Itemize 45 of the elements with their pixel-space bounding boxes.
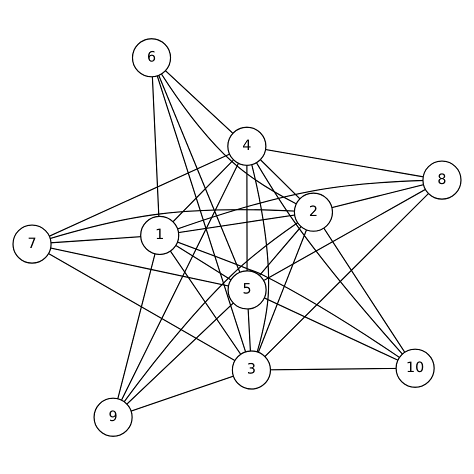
- connector: [251, 164, 270, 352]
- connector: [156, 75, 246, 352]
- connector: [172, 159, 234, 222]
- connector: [50, 208, 294, 238]
- node-circle: 6: [132, 38, 172, 77]
- connector: [176, 244, 232, 280]
- connector: [49, 153, 230, 236]
- node-circle: 2: [294, 192, 334, 232]
- connector: [152, 76, 160, 216]
- connector: [258, 229, 307, 352]
- node-circle: 7: [12, 224, 52, 264]
- connector: [266, 148, 423, 177]
- connector: [117, 253, 156, 398]
- connector: [324, 228, 406, 352]
- connector: [165, 70, 234, 134]
- connector: [248, 308, 251, 350]
- connector: [264, 188, 426, 280]
- node-circle: 10: [396, 348, 435, 388]
- node-circle: 3: [232, 350, 272, 390]
- node-circle: 5: [227, 270, 267, 310]
- connector: [259, 226, 302, 276]
- connector: [256, 162, 403, 354]
- connector: [50, 247, 228, 286]
- connector: [130, 375, 234, 412]
- connector: [158, 74, 240, 272]
- connector: [51, 236, 141, 243]
- connector: [126, 302, 234, 404]
- connector: [332, 184, 424, 208]
- connector: [121, 162, 239, 400]
- connector: [48, 252, 236, 360]
- connector: [264, 297, 398, 360]
- node-circle: 9: [93, 397, 133, 436]
- connector: [270, 367, 396, 370]
- connector: [161, 74, 297, 204]
- node-circle: 8: [422, 160, 462, 200]
- connector: [178, 179, 423, 229]
- connector: [264, 192, 429, 356]
- connector: [246, 165, 248, 270]
- connector: [178, 214, 295, 233]
- node-circle: 4: [227, 126, 266, 166]
- connector: [260, 159, 300, 198]
- node-circle: 1: [140, 215, 180, 254]
- connector: [170, 250, 242, 354]
- connector: [124, 222, 298, 402]
- connector: [178, 241, 400, 358]
